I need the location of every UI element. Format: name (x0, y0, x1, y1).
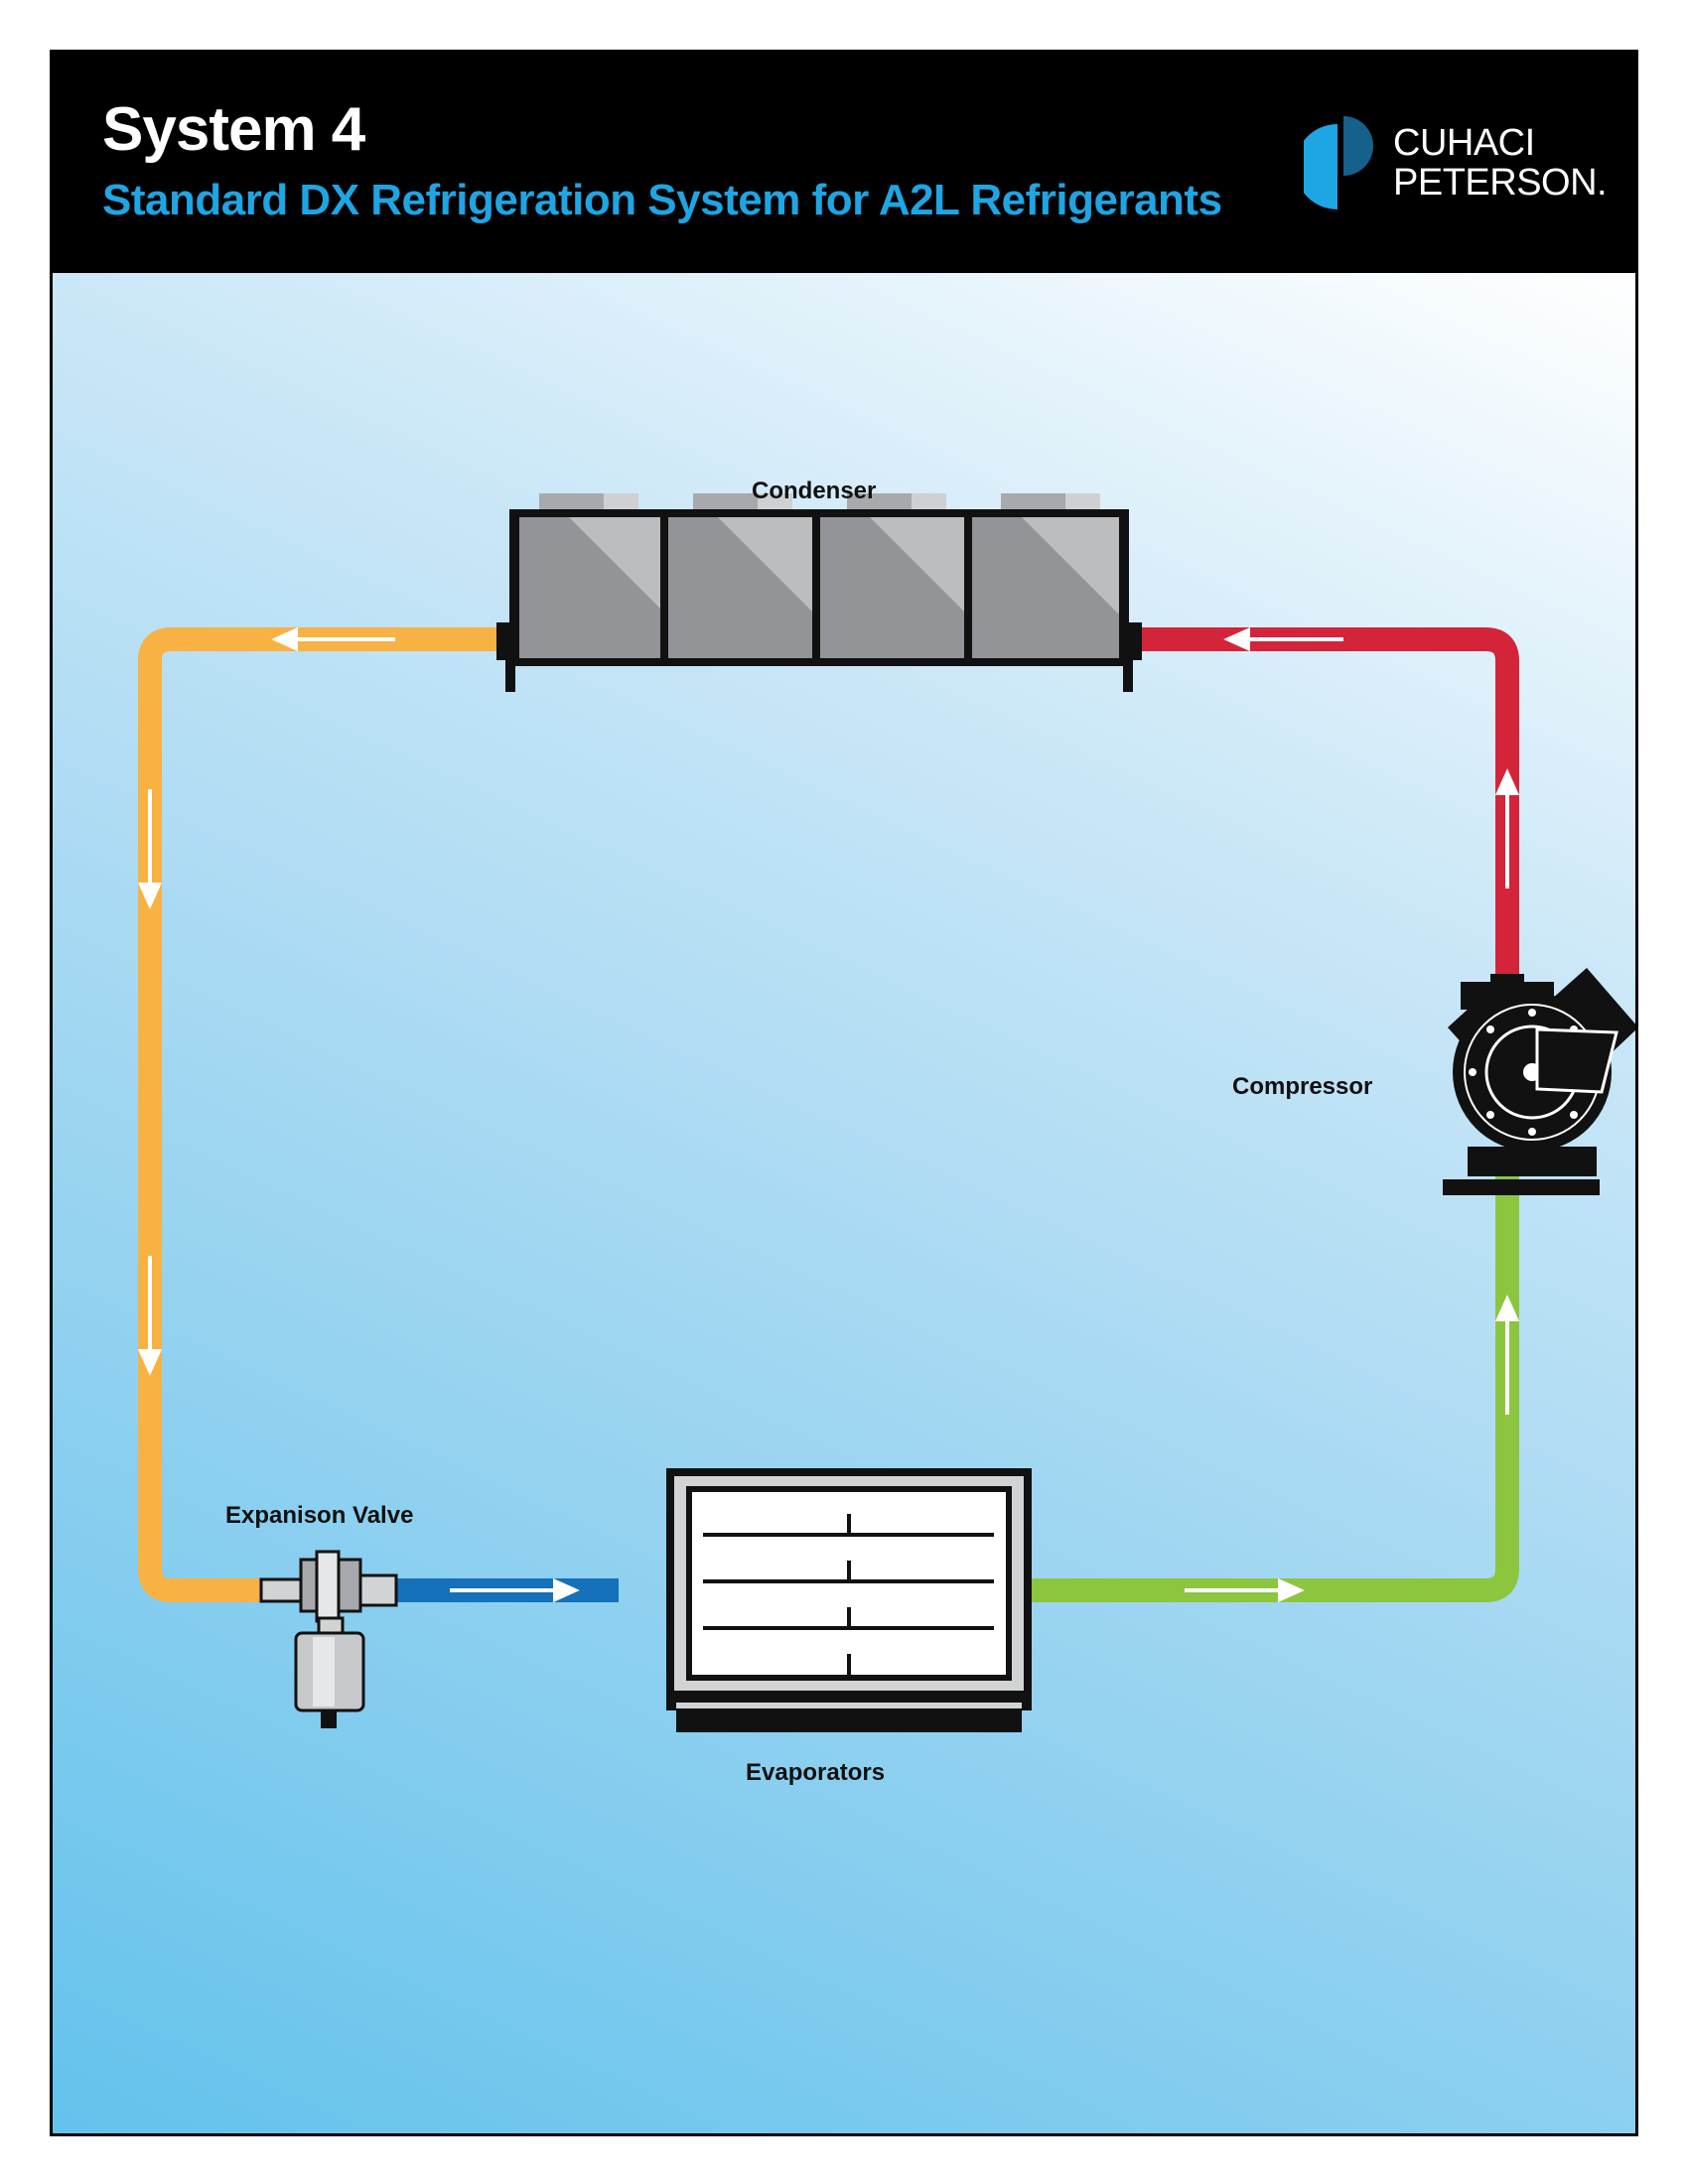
flow-arrow-right-green (1185, 1577, 1305, 1603)
flow-arrow-up-green (1494, 1295, 1520, 1415)
evaporator-case-icon (666, 1468, 1032, 1732)
logo-text-line2: PETERSON. (1393, 162, 1608, 204)
condenser-icon (496, 493, 1142, 692)
flow-arrow-down-lower (137, 1256, 163, 1376)
logo-left-half-icon (1304, 124, 1337, 209)
flow-arrow-right-blue (450, 1577, 580, 1603)
page-title: System 4 (102, 95, 365, 164)
expansion-valve-label: Expanison Valve (225, 1502, 414, 1529)
expansion-valve-icon (259, 1550, 398, 1728)
liquid-line-pipe (138, 627, 505, 1602)
condenser-label: Condenser (752, 478, 877, 504)
compressor-icon (1443, 968, 1635, 1195)
logo-text-line1: CUHACI (1393, 122, 1535, 164)
flow-arrow-down-upper (137, 789, 163, 909)
page-subtitle: Standard DX Refrigeration System for A2L… (102, 176, 1222, 224)
page-frame: System 4 Standard DX Refrigeration Syste… (50, 50, 1638, 2136)
flow-arrow-up-red (1494, 768, 1520, 888)
compressor-label: Compressor (1232, 1073, 1373, 1100)
logo-right-half-icon (1343, 116, 1373, 176)
evaporators-label: Evaporators (746, 1759, 886, 1786)
suction-line-pipe (1031, 1166, 1519, 1602)
diagram-area: Condenser Compressor Expanison Valve Eva… (53, 273, 1635, 2133)
flow-arrow-left-red (1223, 626, 1343, 652)
header-bar: System 4 Standard DX Refrigeration Syste… (53, 53, 1635, 273)
refrigeration-cycle-diagram (137, 493, 1635, 1732)
discharge-line-pipe (1135, 627, 1519, 1003)
cuhaci-peterson-logo-icon (1304, 116, 1373, 209)
flow-arrows (137, 626, 1520, 1603)
flow-arrow-left-top (271, 626, 395, 652)
